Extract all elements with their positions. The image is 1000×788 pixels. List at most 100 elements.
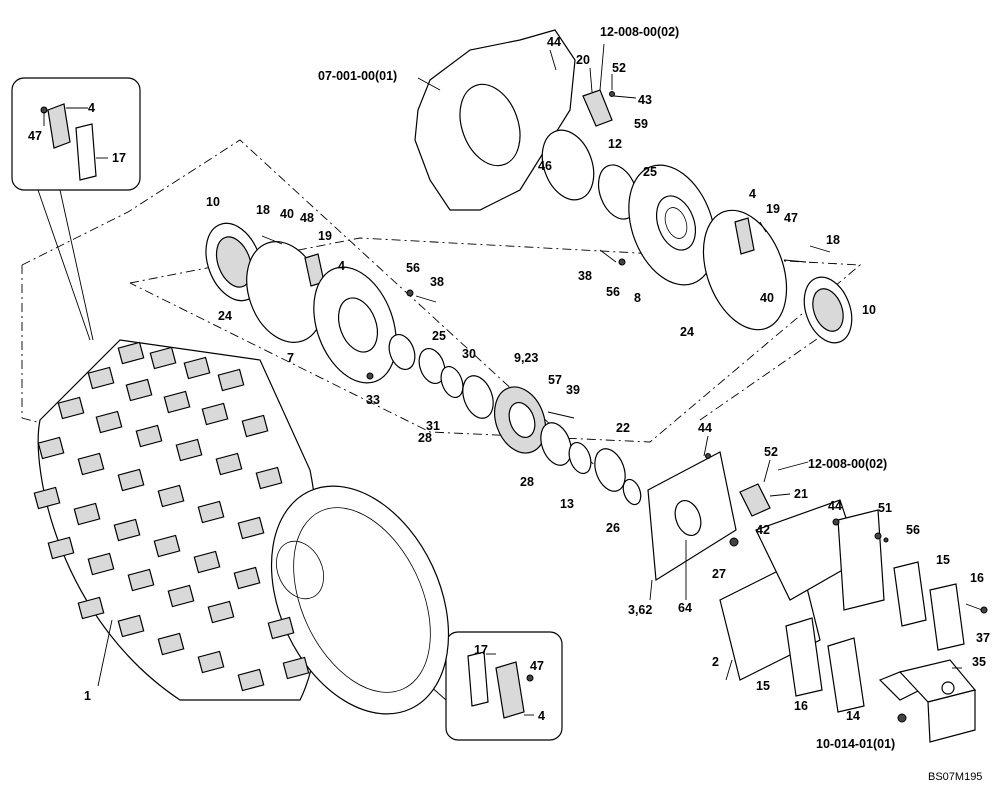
plate-15a-part xyxy=(893,561,927,627)
motor-35 xyxy=(878,659,977,743)
part-labels: 1 2 3,62 4 4 4 4 7 8 9,23 10 10 12 13 14… xyxy=(28,35,990,723)
label-42: 42 xyxy=(756,523,770,537)
plate-16a-part xyxy=(929,583,965,651)
plate-16b-part xyxy=(827,637,865,713)
label-4-left-hub: 4 xyxy=(338,259,345,273)
padfoot-pads xyxy=(33,341,310,692)
ref-12-008-00-top: 12-008-00(02) xyxy=(600,25,679,39)
label-14: 14 xyxy=(846,709,860,723)
label-21: 21 xyxy=(794,487,808,501)
gasket-24-right xyxy=(702,209,788,331)
label-7: 7 xyxy=(287,351,294,365)
label-52-mid: 52 xyxy=(764,445,778,459)
bearing-28-left xyxy=(462,375,494,419)
label-44-mid: 44 xyxy=(698,421,712,435)
callout-box-top-left xyxy=(11,77,141,341)
plate-4b-part xyxy=(734,217,755,255)
label-24-right: 24 xyxy=(680,325,694,339)
label-8: 8 xyxy=(634,291,641,305)
cover-plate-20 xyxy=(549,43,637,127)
label-18-right: 18 xyxy=(826,233,840,247)
label-9-23: 9,23 xyxy=(514,351,538,365)
label-64: 64 xyxy=(678,601,692,615)
label-3-62: 3,62 xyxy=(628,603,652,617)
label-59: 59 xyxy=(634,117,648,131)
callout-box-bottom-right xyxy=(361,619,563,741)
label-56-bracket: 56 xyxy=(906,523,920,537)
label-56-left: 56 xyxy=(406,261,420,275)
label-28-left: 28 xyxy=(418,431,432,445)
center-bearing-stack xyxy=(418,347,642,506)
label-19-right: 19 xyxy=(766,202,780,216)
label-25-left: 25 xyxy=(432,329,446,343)
label-12: 12 xyxy=(608,137,622,151)
label-31: 31 xyxy=(426,419,440,433)
label-39: 39 xyxy=(566,383,580,397)
label-25-right: 25 xyxy=(643,165,657,179)
label-47-callout-bottom: 47 xyxy=(530,659,544,673)
label-4-callout-bottom: 4 xyxy=(538,709,545,723)
cover-plate-21 xyxy=(729,459,809,547)
label-27: 27 xyxy=(712,567,726,581)
label-16-bottom: 16 xyxy=(794,699,808,713)
ring-30 xyxy=(418,347,446,385)
label-10-left: 10 xyxy=(206,195,220,209)
label-1: 1 xyxy=(84,689,91,703)
reference-codes: 07-001-00(01) 12-008-00(02) 12-008-00(02… xyxy=(318,25,982,783)
label-26: 26 xyxy=(606,521,620,535)
label-15-right: 15 xyxy=(936,553,950,567)
label-2: 2 xyxy=(712,655,719,669)
label-37: 37 xyxy=(976,631,990,645)
label-44-top: 44 xyxy=(547,35,561,49)
upper-right-hub xyxy=(541,129,853,344)
label-47-callout-top: 47 xyxy=(28,129,42,143)
label-16-right: 16 xyxy=(970,571,984,585)
label-40-right: 40 xyxy=(760,291,774,305)
plate-4d-part xyxy=(495,661,525,719)
ring-26 xyxy=(622,478,642,506)
label-47-right-hub: 47 xyxy=(784,211,798,225)
bearing-28-right xyxy=(540,422,572,466)
label-38-left: 38 xyxy=(430,275,444,289)
label-30: 30 xyxy=(462,347,476,361)
label-19-left: 19 xyxy=(318,229,332,243)
label-38-right: 38 xyxy=(578,269,592,283)
label-17-callout-bottom: 17 xyxy=(474,643,488,657)
ring-31 xyxy=(440,365,464,399)
label-43: 43 xyxy=(638,93,652,107)
label-52-top: 52 xyxy=(612,61,626,75)
oring-25-left xyxy=(388,333,416,371)
padfoot-drum xyxy=(33,339,450,715)
label-51: 51 xyxy=(878,501,892,515)
label-33: 33 xyxy=(366,393,380,407)
label-35: 35 xyxy=(972,655,986,669)
label-56-right: 56 xyxy=(606,285,620,299)
side-plates xyxy=(785,561,988,713)
label-57: 57 xyxy=(548,373,562,387)
ref-10-014-01: 10-014-01(01) xyxy=(816,737,895,751)
label-10-right: 10 xyxy=(862,303,876,317)
label-22: 22 xyxy=(616,421,630,435)
label-4-right-hub: 4 xyxy=(749,187,756,201)
mount-plate-3 xyxy=(647,435,737,601)
label-48: 48 xyxy=(300,211,314,225)
label-40-left: 40 xyxy=(280,207,294,221)
label-28-right: 28 xyxy=(520,475,534,489)
label-17-callout-top: 17 xyxy=(112,151,126,165)
ring-13 xyxy=(568,441,592,475)
label-4-callout-top: 4 xyxy=(88,101,95,115)
label-44-bracket: 44 xyxy=(828,499,842,513)
left-middle-hub xyxy=(205,222,437,384)
plate-17b-part xyxy=(467,651,489,707)
plate-17-part xyxy=(75,123,97,181)
top-flange-plate xyxy=(414,29,576,211)
label-24-left: 24 xyxy=(218,309,232,323)
gasket-12 xyxy=(541,129,595,201)
drawing-id: BS07M195 xyxy=(928,771,982,783)
label-46: 46 xyxy=(538,159,552,173)
plate-15b-part xyxy=(785,617,823,697)
plate-4-part xyxy=(47,103,71,149)
label-13: 13 xyxy=(560,497,574,511)
